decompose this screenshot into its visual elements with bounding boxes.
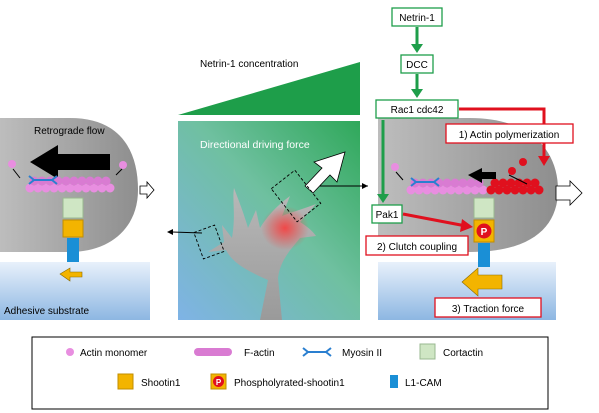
right-panel: Netrin-1 DCC Rac1 cdc42 Pak1 1) Actin po… xyxy=(365,7,583,320)
netrin-concentration-label: Netrin-1 concentration xyxy=(200,59,298,70)
advance-arrow-right xyxy=(555,180,583,206)
legend-actin-monomer-swatch xyxy=(66,348,74,356)
red-actin-tip xyxy=(486,158,544,195)
legend-myosin: Myosin II xyxy=(342,348,382,359)
traction-force-box xyxy=(434,297,542,318)
myosin-right xyxy=(410,177,440,187)
traction-force-text: 3) Traction force xyxy=(452,304,525,315)
dcc-box xyxy=(400,54,434,74)
directional-force-label: Directional driving force xyxy=(200,139,310,151)
shootin-left xyxy=(62,219,84,238)
pak-box xyxy=(371,204,403,224)
l1cam-right xyxy=(478,243,490,267)
cortactin-left xyxy=(62,197,84,219)
traction-arrow-left xyxy=(59,267,83,282)
legend-l1cam-swatch xyxy=(390,375,398,388)
zoom-box-left xyxy=(193,224,225,260)
phospho-mark xyxy=(476,223,492,239)
depoly-arrow-left xyxy=(12,168,21,179)
clutch-coupling-text: 2) Clutch coupling xyxy=(377,242,457,253)
rac-text: Rac1 cdc42 xyxy=(391,105,444,116)
directional-arrow xyxy=(304,151,346,194)
legend-phospho-mark xyxy=(213,376,224,387)
myosin-left xyxy=(28,175,58,185)
legend-f-actin: F-actin xyxy=(244,348,275,359)
pak-text: Pak1 xyxy=(376,210,399,221)
retrograde-arrow-right xyxy=(468,168,496,183)
l1cam-left xyxy=(67,238,79,262)
legend-actin-monomer: Actin monomer xyxy=(80,348,148,359)
concentration-wedge xyxy=(178,62,360,115)
legend-phospho-shootin: Phospholyrated-shootin1 xyxy=(234,378,345,389)
poly-arrow-right xyxy=(508,174,528,185)
retrograde-arrow xyxy=(30,145,110,179)
actin-polymerization-box xyxy=(445,123,574,144)
legend-l1cam: L1-CAM xyxy=(405,378,442,389)
rac-box xyxy=(375,99,459,119)
actin-monomer-right xyxy=(391,163,399,171)
connector-left xyxy=(171,231,203,234)
left-panel: Retrograde flow Adhesive xyxy=(0,118,155,320)
poly-arrow-left xyxy=(115,168,123,176)
connector-left-head xyxy=(167,229,173,235)
connector-right-head xyxy=(362,183,368,189)
retrograde-flow-label: Retrograde flow xyxy=(34,126,105,137)
netrin-text: Netrin-1 xyxy=(399,13,435,24)
legend-cortactin: Cortactin xyxy=(443,348,483,359)
f-actin-right xyxy=(406,178,488,195)
actin-polymerization-text: 1) Actin polymerization xyxy=(459,130,560,141)
depoly-arrow-right xyxy=(395,171,404,181)
adhesive-substrate-label: Adhesive substrate xyxy=(4,306,89,317)
neuron-red-region xyxy=(261,206,309,250)
legend-p-text: P xyxy=(216,378,222,387)
legend-shootin-swatch xyxy=(117,373,134,390)
green-arrows xyxy=(377,27,423,203)
legend-f-actin-swatch xyxy=(194,348,232,356)
cortactin-right xyxy=(473,197,495,219)
legend: Actin monomer F-actin Myosin II Cortacti… xyxy=(31,336,549,410)
phospho-p-text: P xyxy=(481,227,488,238)
actin-monomer-left-b xyxy=(119,161,127,169)
center-panel: Netrin-1 concentration Directional drivi… xyxy=(167,59,368,320)
dcc-text: DCC xyxy=(406,60,428,71)
netrin-box xyxy=(391,7,443,27)
traction-arrow-right xyxy=(461,267,503,297)
zoom-box-right xyxy=(270,169,322,223)
legend-cortactin-swatch xyxy=(419,343,436,360)
clutch-coupling-box xyxy=(365,235,469,256)
actin-monomer-left-a xyxy=(8,160,16,168)
legend-myosin-swatch xyxy=(302,347,332,357)
legend-shootin: Shootin1 xyxy=(141,378,181,389)
substrate-left xyxy=(0,262,150,320)
legend-box xyxy=(31,336,549,410)
advance-arrow-left xyxy=(139,180,155,200)
